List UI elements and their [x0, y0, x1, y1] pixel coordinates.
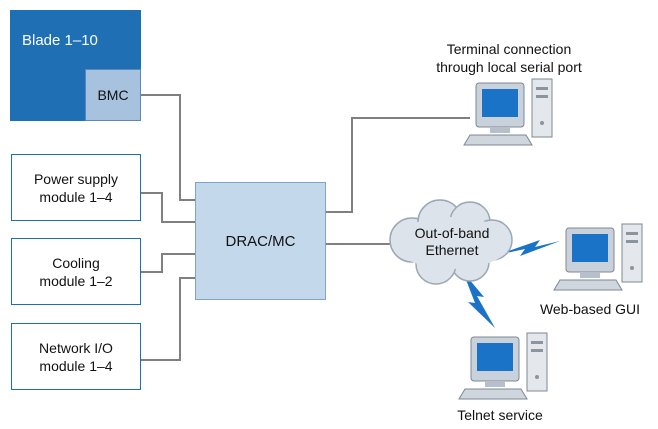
network-io-label: Network I/O module 1–4: [39, 339, 113, 374]
desktop-computer-icon: [458, 332, 548, 400]
drac-mc-label: DRAC/MC: [225, 232, 296, 250]
terminal-caption: Terminal connection through local serial…: [436, 41, 582, 75]
web-gui-caption: Web-based GUI: [539, 301, 641, 317]
desktop-computer-icon: [553, 223, 643, 291]
telnet-caption: Telnet service: [457, 407, 543, 423]
power-supply-module: Power supply module 1–4: [11, 154, 141, 221]
network-io-module: Network I/O module 1–4: [11, 323, 141, 390]
network-link: [141, 277, 195, 361]
cooling-label: Cooling module 1–2: [39, 254, 113, 289]
cloud-label: Out-of-band Ethernet: [414, 225, 490, 258]
desktop-computer-icon: [463, 78, 553, 146]
power-link: [141, 192, 195, 223]
terminal-link: [326, 117, 470, 213]
lightning-link-icon: [497, 240, 560, 256]
bmc-box: BMC: [85, 69, 141, 121]
drac-mc-controller: DRAC/MC: [195, 182, 326, 300]
power-supply-label: Power supply module 1–4: [33, 170, 119, 205]
bmc-label: BMC: [97, 87, 129, 103]
blade-label: Blade 1–10: [22, 32, 98, 49]
cooling-link: [141, 253, 195, 273]
cooling-module: Cooling module 1–2: [11, 238, 141, 305]
bmc-link: [141, 94, 195, 201]
lightning-link-icon: [463, 272, 495, 328]
